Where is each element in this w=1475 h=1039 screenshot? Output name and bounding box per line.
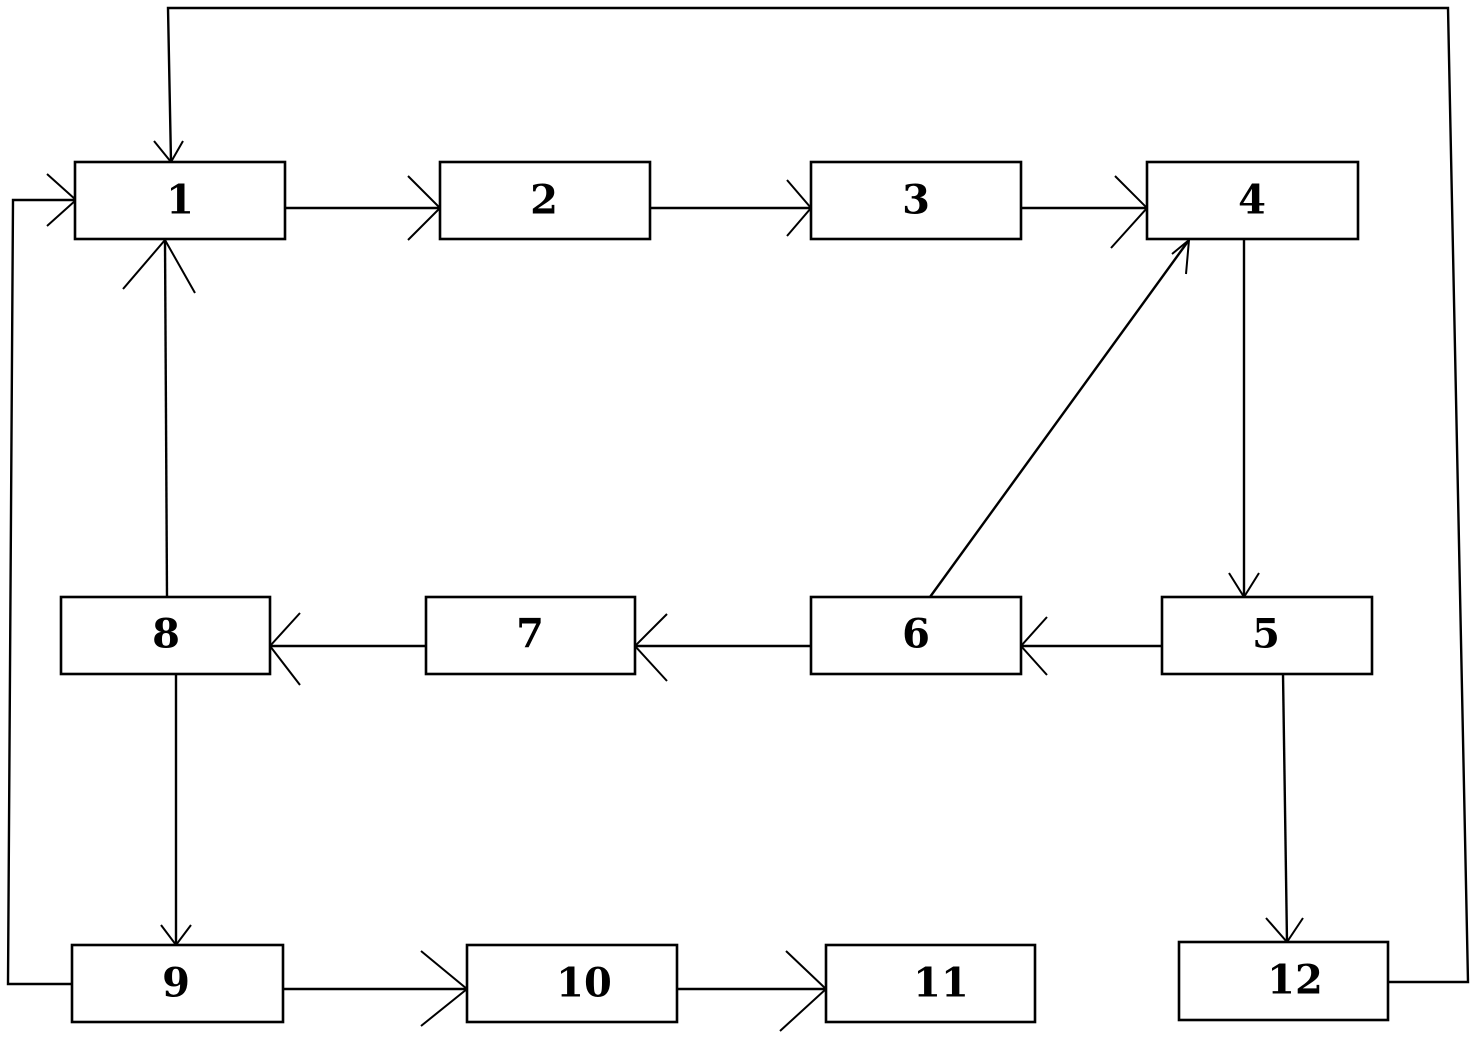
box-4: 4 — [1145, 160, 1360, 241]
box-1-label: 1 — [166, 177, 194, 224]
box-10: 10 — [465, 943, 679, 1024]
box-10-label: 10 — [556, 960, 612, 1007]
box-6-label: 6 — [902, 611, 930, 658]
box-7-label: 7 — [516, 611, 544, 658]
box-12: 12 — [1177, 940, 1390, 1022]
box-6: 6 — [809, 595, 1023, 676]
box-11: 11 — [824, 943, 1037, 1024]
box-9: 9 — [70, 943, 285, 1024]
edge-6-4 — [929, 239, 1190, 598]
connectors — [6, 6, 1470, 991]
box-8: 8 — [59, 595, 272, 676]
box-9-label: 9 — [162, 960, 190, 1007]
box-4-label: 4 — [1238, 177, 1266, 224]
box-2: 2 — [438, 160, 652, 241]
arrowhead-6-7 — [633, 613, 668, 682]
arrowhead-5-12 — [1265, 917, 1304, 944]
arrowhead-8-1 — [122, 238, 196, 294]
box-7: 7 — [424, 595, 637, 676]
box-3: 3 — [809, 160, 1023, 241]
arrowhead-10-11 — [779, 950, 828, 1032]
arrowhead-7-8 — [268, 612, 301, 686]
box-3-label: 3 — [902, 177, 930, 224]
arrowhead-12-1-loop — [153, 140, 184, 164]
box-2-label: 2 — [530, 177, 558, 224]
arrowhead-3-4 — [1110, 175, 1149, 249]
edge-5-12 — [1281, 673, 1289, 943]
box-5: 5 — [1160, 595, 1374, 676]
edge-9-1-loop — [6, 198, 76, 986]
box-1: 1 — [73, 160, 287, 241]
box-5-label: 5 — [1252, 611, 1280, 658]
arrowheads — [46, 140, 1304, 1032]
box-12-label: 12 — [1267, 957, 1323, 1004]
edge-8-1 — [163, 239, 169, 598]
box-11-label: 11 — [913, 960, 969, 1007]
edge-12-1-loop — [166, 6, 1470, 984]
box-8-label: 8 — [152, 611, 180, 658]
